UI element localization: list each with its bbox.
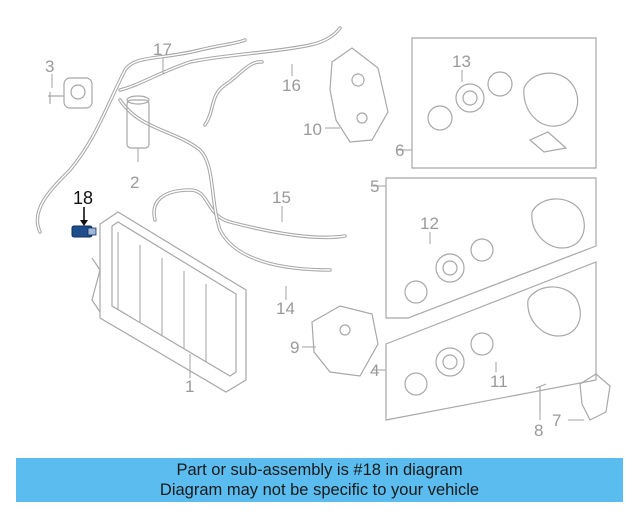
callout-3: 3 <box>45 57 54 76</box>
compressor-assembly-6 <box>396 70 579 153</box>
callout-14: 14 <box>276 299 295 318</box>
callout-16: 16 <box>282 76 301 95</box>
callout-5: 5 <box>370 177 379 196</box>
parts-diagram: 1 2 3 4 5 6 7 8 9 10 11 12 13 14 15 16 1… <box>35 26 611 440</box>
box-compressor-4 <box>385 261 597 421</box>
callout-4: 4 <box>370 361 379 380</box>
callout-10: 10 <box>303 120 322 139</box>
bolt-part-8 <box>535 383 547 412</box>
callout-6: 6 <box>395 141 404 160</box>
callout-2: 2 <box>130 173 139 192</box>
callout-18: 18 <box>73 188 93 208</box>
box-compressor-5 <box>385 177 597 319</box>
bracket-part-10 <box>325 47 389 143</box>
box-compressor-6 <box>411 37 597 169</box>
banner-line-2: Diagram may not be specific to your vehi… <box>159 481 480 499</box>
callout-1: 1 <box>185 377 194 396</box>
receiver-drier-part-2 <box>126 95 150 162</box>
bracket-part-9 <box>302 305 379 377</box>
pipe-16 <box>118 26 342 127</box>
banner-line-1: Part or sub-assembly is #18 in diagram <box>176 461 463 479</box>
callout-9: 9 <box>290 338 299 357</box>
bracket-part-7 <box>568 373 611 421</box>
callout-15: 15 <box>272 188 291 207</box>
leader-lines <box>51 58 541 420</box>
condenser-part-1 <box>91 211 247 393</box>
compressor-assembly-5 <box>372 185 585 304</box>
pipe-15 <box>152 188 347 240</box>
callout-7: 7 <box>552 411 561 430</box>
callout-13: 13 <box>452 52 471 71</box>
pressure-switch-part-18 <box>71 207 97 238</box>
pipe-14 <box>118 98 332 272</box>
callout-17: 17 <box>153 40 172 59</box>
callout-12: 12 <box>420 214 439 233</box>
bracket-part-3 <box>48 77 93 109</box>
info-banner: Part or sub-assembly is #18 in diagram D… <box>16 458 623 502</box>
callout-8: 8 <box>534 421 543 440</box>
pipe-17 <box>35 38 247 234</box>
compressor-assembly-4 <box>372 286 581 396</box>
callout-11: 11 <box>490 372 508 391</box>
